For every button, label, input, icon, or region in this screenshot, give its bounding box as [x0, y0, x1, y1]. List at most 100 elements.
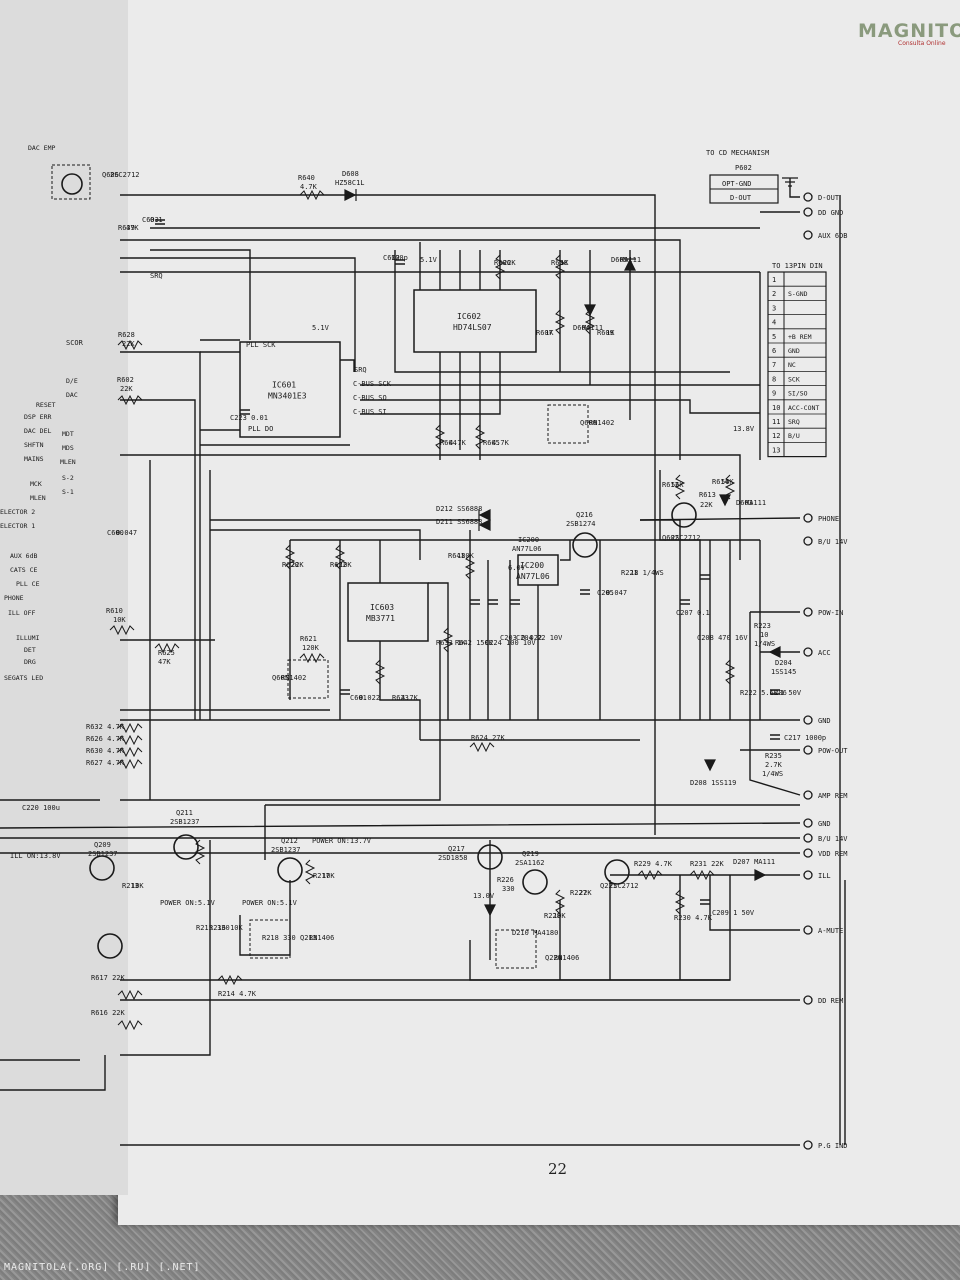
component-label: R226 — [497, 876, 514, 884]
terminal-label: ILL — [818, 872, 831, 880]
component-label: 13.0V — [473, 892, 495, 900]
terminal-pad — [803, 207, 813, 217]
component-label: 6.0V — [508, 564, 526, 572]
component-label: 22K — [291, 561, 304, 569]
component-label: 4.7K — [449, 439, 467, 447]
left-page-label: MAINS — [24, 455, 44, 463]
component-label: 10K — [339, 561, 352, 569]
component-label: R610 — [106, 607, 123, 615]
terminal-label: B/U 14V — [818, 835, 848, 843]
component-label: PLL DO — [248, 425, 273, 433]
component-label: R613 — [699, 491, 716, 499]
component-label: 1K — [560, 259, 569, 267]
component-label: 4.7K — [492, 439, 510, 447]
component-label: R621 — [300, 635, 317, 643]
component-label: C208 470 16V — [697, 634, 748, 642]
terminal-pad — [803, 192, 813, 202]
component-label: R214 4.7K — [218, 990, 257, 998]
transistor-q221 — [604, 859, 630, 885]
ic-ref: IC601 — [272, 381, 296, 390]
terminal-label: AUX 6DB — [818, 232, 848, 240]
cd-mechanism-pin-2: D-OUT — [730, 194, 752, 202]
component-label: Q600 — [580, 419, 597, 427]
component-label: R620 — [282, 561, 299, 569]
component-label: 5.1V — [420, 256, 438, 264]
din-pin-label: GND — [788, 347, 800, 355]
component-label: R228 — [544, 912, 561, 920]
left-page-label: DRG — [24, 658, 36, 666]
component-label: D210 MA4180 — [512, 929, 558, 937]
terminal-label: POW-OUT — [818, 747, 848, 755]
capacitors — [155, 219, 780, 905]
ic-ref: IC603 — [370, 603, 394, 612]
left-page-label: MLEN — [60, 458, 76, 466]
component-label: POWER ON:13.7V — [312, 837, 372, 845]
component-label: 18 1/4WS — [630, 569, 664, 577]
component-label: POWER ON:5.1V — [160, 899, 216, 907]
terminal-pad — [803, 818, 813, 828]
din-pin-label: B/U — [788, 432, 800, 440]
left-page-label: ILL OFF — [8, 609, 35, 617]
terminal-pad — [803, 745, 813, 755]
component-label: R641 — [448, 552, 465, 560]
terminal-pad — [803, 833, 813, 843]
transistor-q605 — [61, 173, 83, 195]
component-label: 1K — [606, 329, 615, 337]
component-label: MA111 — [582, 324, 603, 332]
component-label: PLL SCK — [246, 341, 276, 349]
component-label: R222 5.6K — [740, 689, 779, 697]
left-page-label: ELECTOR 1 — [0, 522, 35, 530]
component-label: 2SB1237 — [170, 818, 200, 826]
ic-ref: IC602 — [457, 312, 481, 321]
component-label: RN1402 — [589, 419, 614, 427]
transistor-q210 — [97, 933, 123, 959]
terminal-label: GND — [818, 717, 831, 725]
component-label: 47K — [126, 224, 139, 232]
component-label: Q212 — [281, 837, 298, 845]
component-label: R216 10K — [209, 924, 244, 932]
component-label: D604 — [573, 324, 590, 332]
component-label: R639 — [118, 224, 135, 232]
component-label: 22K — [700, 501, 713, 509]
manual-right-page — [118, 0, 960, 1225]
component-label: R231 22K — [690, 860, 725, 868]
component-label: R609 — [597, 329, 614, 337]
terminal-label: B/U 14V — [818, 538, 848, 546]
component-label: 22K — [120, 385, 133, 393]
din-pin-label: SI/SO — [788, 390, 808, 398]
component-label: R642 150K — [455, 639, 494, 647]
component-label: C224 100 10V — [485, 639, 536, 647]
left-page-label: DAC DEL — [24, 427, 51, 435]
component-label: R223 — [754, 622, 771, 630]
component-label: D212 SS6888 — [436, 505, 482, 513]
component-label: R215 330 — [196, 924, 230, 932]
din-pin-number: 13 — [772, 446, 780, 454]
magnitola-logo: MAGNITOLA — [858, 20, 960, 42]
left-page-label: AUX 6dB — [10, 552, 37, 560]
component-label: Q606 — [102, 171, 119, 179]
component-label: R628 — [118, 331, 135, 339]
component-label: 0.022 — [359, 694, 380, 702]
component-label: Q219 — [522, 850, 539, 858]
component-label: R608 — [551, 259, 568, 267]
terminal-pad — [803, 647, 813, 657]
component-label: D603 — [736, 499, 753, 507]
transistor-q211 — [173, 834, 199, 860]
din-pin-number: 11 — [772, 418, 780, 426]
component-label: R213 — [122, 882, 139, 890]
left-page-label: MDS — [62, 444, 74, 452]
component-label: R221 — [621, 569, 638, 577]
component-label: 56K — [721, 478, 734, 486]
left-page-label: SEGATS LED — [4, 674, 43, 682]
cd-mechanism-pin-1: OPT-GND — [722, 180, 752, 188]
left-page-label: PHONE — [4, 594, 24, 602]
terminal-label: DD REM — [818, 997, 843, 1005]
component-label: R604 — [440, 439, 457, 447]
component-label: Q602 — [662, 534, 679, 542]
left-page-label: DAC — [66, 391, 78, 399]
component-label: C600 — [107, 529, 124, 537]
component-label: 2SB1237 — [271, 846, 301, 854]
component-label: 100p — [391, 254, 408, 262]
